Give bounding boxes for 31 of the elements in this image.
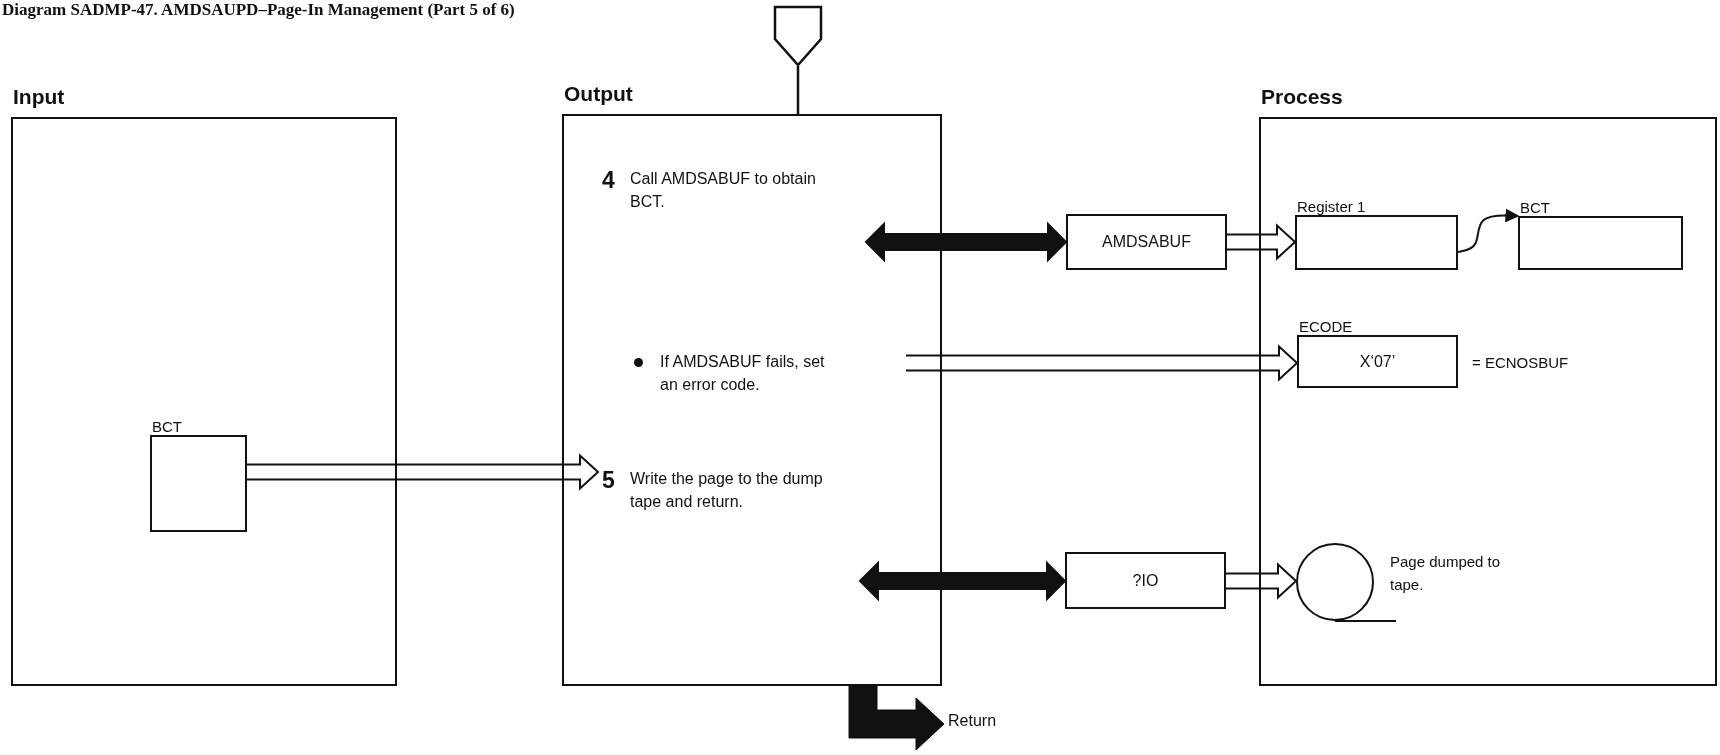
field-label: ECODE	[1299, 318, 1353, 335]
step-number: 4	[602, 167, 615, 194]
off-page-connector	[773, 5, 823, 66]
field-value: X‘07’	[1358, 352, 1397, 371]
module-box	[1066, 214, 1227, 270]
block-arrow	[1225, 562, 1298, 600]
block-arrow	[246, 453, 600, 491]
thick-arrow	[858, 560, 1067, 602]
step-text: If AMDSABUF fails, set an error code.	[660, 352, 826, 396]
field-label: BCT	[1520, 199, 1550, 216]
diagram-title: Diagram SADMP-47. AMDSAUPD–Page-In Management (Part 5 of 6)	[2, 0, 515, 20]
return-arrow	[848, 685, 945, 751]
section-heading: Output	[564, 82, 633, 106]
module-box	[1065, 552, 1226, 609]
module-name: AMDSABUF	[1101, 233, 1192, 251]
thick-arrow	[864, 221, 1068, 263]
return-label: Return	[948, 712, 1028, 738]
section-heading: Input	[13, 85, 65, 109]
connector-line	[796, 66, 800, 114]
field-label: Register 1	[1297, 198, 1366, 215]
step-text: Call AMDSABUF to obtain BCT.	[630, 169, 817, 213]
block-arrow	[905, 344, 1299, 382]
step-number: 5	[602, 467, 615, 494]
block-arrow	[1226, 223, 1297, 261]
section-heading: Process	[1261, 85, 1343, 109]
module-name: ?IO	[1131, 571, 1160, 590]
step-text: Write the page to the dump tape and return.	[630, 469, 824, 513]
tape-caption: Page dumped to tape.	[1390, 552, 1502, 595]
value-name: = ECNOSBUF	[1472, 353, 1569, 373]
pointer-arrow	[1457, 208, 1520, 253]
field-label: BCT	[152, 418, 182, 435]
